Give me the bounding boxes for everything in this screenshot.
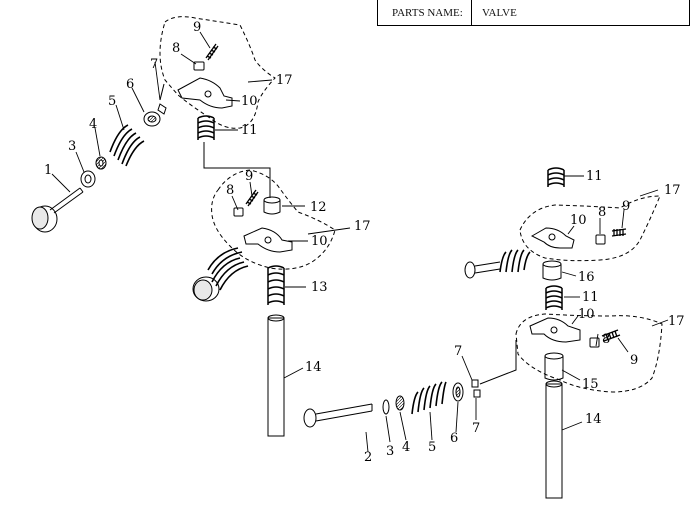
adjust-nut-right-upper xyxy=(595,234,606,245)
callout-14-left: 14 xyxy=(305,360,322,375)
callout-16: 16 xyxy=(578,270,595,285)
valve-keeper-bottom xyxy=(471,379,481,398)
tappet-spring-11-right-lower xyxy=(545,285,563,310)
spring-retainer-top-left xyxy=(143,111,161,127)
callout-8-middle: 8 xyxy=(226,183,234,198)
adjust-nut-middle xyxy=(233,207,244,217)
rocker-assembly-outline-right-upper xyxy=(519,195,661,262)
adjust-nut-top-left xyxy=(193,61,205,71)
callout-10-right-lower: 10 xyxy=(578,307,595,322)
callout-11-right-lower: 11 xyxy=(582,290,599,305)
callout-9-top: 9 xyxy=(193,20,201,35)
callout-3-bottom: 3 xyxy=(386,444,394,459)
valve-spring-top-left xyxy=(109,124,145,167)
adjust-screw-middle xyxy=(245,189,259,207)
tappet-cap-16 xyxy=(542,260,562,281)
callout-5-bottom: 5 xyxy=(428,440,436,455)
callout-7-bottom-lower: 7 xyxy=(472,421,480,436)
adjust-screw-right-upper xyxy=(611,228,627,237)
adjust-screw-right-lower xyxy=(601,329,621,342)
callout-12: 12 xyxy=(310,200,327,215)
callout-17-right-lower: 17 xyxy=(668,314,685,329)
callout-8-top: 8 xyxy=(172,41,180,56)
callout-10-right-upper: 10 xyxy=(570,213,587,228)
valve-seal-bottom xyxy=(395,395,405,411)
tappet-cap-15 xyxy=(544,352,564,381)
rocker-arm-right-lower xyxy=(529,317,581,343)
valve-washer-top-left xyxy=(80,170,96,188)
connector-line-1 xyxy=(203,142,271,198)
tappet-cap-12 xyxy=(263,200,281,215)
parts-name-label: PARTS NAME: xyxy=(392,7,463,19)
valve-washer-bottom xyxy=(382,399,390,415)
callout-11-right-top: 11 xyxy=(586,169,603,184)
tappet-spring-13 xyxy=(267,265,285,305)
valve-spring-right xyxy=(499,249,531,273)
callout-9-right-lower: 9 xyxy=(630,353,638,368)
valve-part-right xyxy=(464,261,501,279)
callout-13: 13 xyxy=(311,280,328,295)
valve-seal-top-left xyxy=(95,156,107,170)
valve-keeper-top-left xyxy=(157,83,167,115)
callout-17-middle: 17 xyxy=(354,219,371,234)
leader-lines xyxy=(51,31,669,453)
callout-11-top: 11 xyxy=(241,123,258,138)
callout-5: 5 xyxy=(108,94,116,109)
callout-6-bottom: 6 xyxy=(450,431,458,446)
connector-line-2 xyxy=(479,340,517,385)
callout-17-right-upper: 17 xyxy=(664,183,681,198)
valve-spring-bottom xyxy=(411,381,447,415)
rocker-assembly-outline-middle xyxy=(211,169,336,270)
callout-14-right: 14 xyxy=(585,412,602,427)
rocker-assembly-outline-right-lower xyxy=(515,313,663,393)
push-rod-14-left xyxy=(267,314,285,437)
spring-retainer-bottom xyxy=(452,382,464,402)
callout-10-middle: 10 xyxy=(311,234,328,249)
callout-4-bottom: 4 xyxy=(402,440,410,455)
callout-9-middle: 9 xyxy=(245,169,253,184)
rocker-assembly-outline-top-left xyxy=(159,16,276,129)
tappet-spring-top xyxy=(197,115,215,140)
adjust-screw-top-left xyxy=(205,43,219,61)
callout-7-top: 7 xyxy=(150,57,158,72)
callout-9-right-upper: 9 xyxy=(622,199,630,214)
push-rod-14-right xyxy=(545,380,563,499)
valve-spring-middle xyxy=(207,247,249,291)
callouts: 1 3 4 5 6 7 8 9 10 11 17 12 8 9 10 17 13… xyxy=(44,20,685,465)
parts-name-value: VALVE xyxy=(482,7,517,19)
callout-2: 2 xyxy=(364,450,372,465)
adjust-nut-right-lower xyxy=(589,337,600,348)
callout-10-top: 10 xyxy=(241,94,258,109)
valve-part-top-left xyxy=(31,187,84,233)
callout-15: 15 xyxy=(582,377,599,392)
callout-17-top: 17 xyxy=(276,73,293,88)
callout-3: 3 xyxy=(68,139,76,154)
rocker-arm-middle xyxy=(243,227,293,253)
tappet-spring-11-right-top xyxy=(547,167,565,187)
callout-7-bottom-upper: 7 xyxy=(454,344,462,359)
rocker-arm-top-left xyxy=(177,77,233,109)
callout-4: 4 xyxy=(89,117,97,132)
rocker-arm-right-upper xyxy=(530,227,575,249)
callout-8-right-lower: 8 xyxy=(602,332,610,347)
valve-part-middle xyxy=(192,276,220,302)
callout-1: 1 xyxy=(44,163,52,178)
valve-part-bottom xyxy=(303,403,373,428)
callout-8-right-upper: 8 xyxy=(598,205,606,220)
callout-6: 6 xyxy=(126,77,134,92)
